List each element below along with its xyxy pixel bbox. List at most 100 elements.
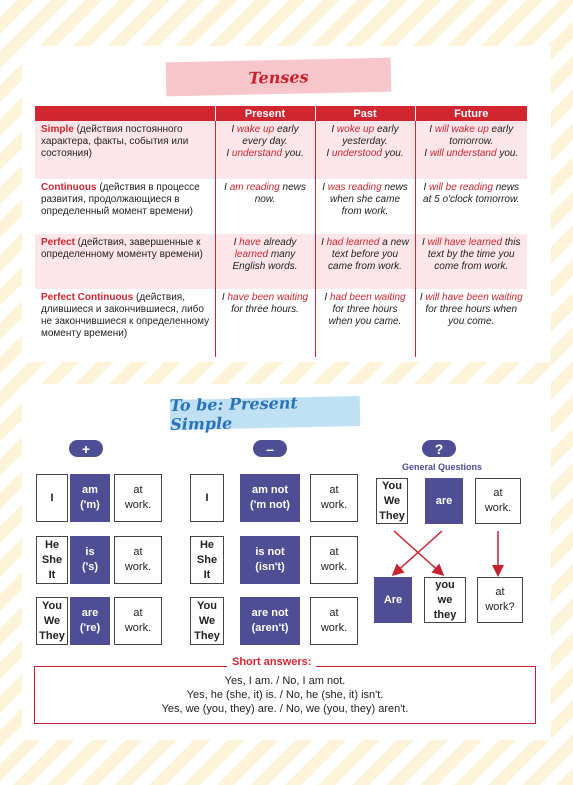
positive-verb: am ('m): [70, 474, 110, 522]
positive-verb-text: are ('re): [79, 607, 101, 634]
example-sentence: I have already learned many English word…: [220, 237, 311, 273]
verb-form: understood: [331, 148, 382, 159]
tense-description: Perfect Continuous (действия, длившиеся …: [35, 289, 215, 357]
sentence-part: early every day.: [242, 124, 299, 147]
tense-usage: (действия, длившиеся и закончившиеся, ли…: [41, 292, 210, 339]
question-bottom-subject: you we they: [424, 577, 466, 623]
verb-form: will be reading: [429, 182, 493, 193]
sentence-part: you.: [281, 148, 304, 159]
question-bottom-verb-text: Are: [383, 593, 403, 606]
positive-rest-text: at work.: [124, 484, 152, 511]
sentence-part: a new text before you came from work.: [328, 237, 409, 272]
sentence-part: I: [231, 124, 237, 135]
question-verb-text: are: [435, 494, 453, 507]
positive-rest: at work.: [114, 474, 162, 522]
tense-name: Perfect Continuous: [41, 292, 134, 303]
negative-subject: You We They: [190, 597, 224, 645]
positive-rest-text: at work.: [124, 607, 152, 634]
positive-rest: at work.: [114, 536, 162, 584]
sentence-part: for three hours when you come.: [425, 304, 518, 327]
positive-rest: at work.: [114, 597, 162, 645]
negative-sign: –: [253, 440, 287, 457]
tenses-title: Tenses: [165, 57, 392, 97]
positive-sign: +: [69, 440, 103, 457]
to-be-panel: To be: Present Simple + – ? General Ques…: [22, 384, 551, 740]
sentence-part: I: [233, 237, 240, 248]
tense-name: Continuous: [41, 182, 97, 193]
example-sentence: I understand you.: [220, 148, 311, 160]
verb-form: will have been waiting: [425, 292, 523, 303]
question-rest: at work.: [475, 478, 521, 524]
question-rest-text: at work.: [484, 487, 512, 514]
example-present: I wake up early every day.I understand y…: [214, 121, 315, 179]
sentence-part: already: [260, 237, 297, 248]
example-future: I will have been waiting for three hours…: [414, 289, 527, 357]
example-sentence: I had been waiting for three hours when …: [320, 292, 411, 328]
sentence-part: I: [419, 292, 426, 303]
negative-rest-text: at work.: [320, 607, 348, 634]
positive-subject-text: I: [50, 491, 54, 504]
tense-usage: (действия в процессе развития, продолжаю…: [41, 182, 200, 217]
example-future: I will be reading news at 5 o'clock tomo…: [414, 179, 527, 234]
sentence-part: I: [322, 182, 328, 193]
example-past: I woke up early yesterday.I understood y…: [314, 121, 415, 179]
tense-description: Perfect (действия, завершенные к определ…: [35, 234, 215, 289]
negative-verb: are not (aren't): [240, 597, 300, 645]
negative-subject-text: You We They: [194, 599, 220, 642]
question-subject: You We They: [376, 478, 408, 524]
tense-description: Simple (действия постоянного характера, …: [35, 121, 215, 179]
header-past: Past: [314, 106, 415, 121]
negative-rest: at work.: [310, 474, 358, 522]
verb-form: am reading: [229, 182, 280, 193]
negative-rest-text: at work.: [320, 484, 348, 511]
sentence-part: I: [429, 124, 435, 135]
negative-verb-text: are not (aren't): [251, 607, 289, 634]
tense-name: Perfect: [41, 237, 75, 248]
tense-row: Continuous (действия в процессе развития…: [35, 179, 527, 234]
negative-verb-text: am not ('m not): [250, 484, 290, 511]
tenses-panel: Tenses Present Past Future Simple (дейст…: [22, 46, 551, 362]
example-sentence: I will have learned this text by the tim…: [420, 237, 524, 273]
sentence-part: for three hours.: [231, 304, 299, 315]
question-subject-text: You We They: [379, 479, 405, 522]
verb-form: had been waiting: [329, 292, 406, 303]
sentence-part: this text by the time you come from work…: [427, 237, 521, 272]
example-sentence: I will be reading news at 5 o'clock tomo…: [420, 182, 524, 206]
sentence-part: I: [321, 237, 327, 248]
sentence-part: I: [424, 148, 430, 159]
example-sentence: I was reading news when she came from wo…: [320, 182, 411, 218]
negative-subject: He She It: [190, 536, 224, 584]
short-answer-3: Yes, we (you, they) are. / No, we (you, …: [161, 703, 409, 715]
general-questions-label: General Questions: [402, 462, 483, 472]
tense-name: Simple: [41, 124, 74, 135]
positive-verb-text: is ('s): [81, 546, 99, 573]
question-arrows: [391, 530, 504, 577]
sentence-part: I: [331, 124, 337, 135]
example-past: I was reading news when she came from wo…: [314, 179, 415, 234]
example-sentence: I am reading news now.: [220, 182, 311, 206]
negative-verb: am not ('m not): [240, 474, 300, 522]
negative-subject-text: He She It: [196, 538, 218, 581]
verb-form: learned: [234, 249, 269, 260]
negative-rest: at work.: [310, 536, 358, 584]
tenses-header-row: Present Past Future: [35, 106, 527, 121]
sentence-part: I: [221, 292, 228, 303]
question-bottom-verb: Are: [374, 577, 412, 623]
short-answer-1: Yes, I am. / No, I am not.: [224, 675, 346, 687]
tense-row: Perfect Continuous (действия, длившиеся …: [35, 289, 527, 357]
sentence-part: I: [423, 182, 429, 193]
header-blank: [35, 106, 215, 121]
positive-verb-text: am ('m): [80, 484, 100, 511]
question-verb: are: [425, 478, 463, 524]
sentence-part: news when she came from work.: [329, 182, 408, 217]
example-sentence: I woke up early yesterday.: [320, 124, 411, 148]
sentence-part: for three hours when you came.: [328, 304, 402, 327]
sentence-part: you.: [496, 148, 519, 159]
tense-description: Continuous (действия в процессе развития…: [35, 179, 215, 234]
sentence-part: I: [422, 237, 428, 248]
example-past: I had learned a new text before you came…: [314, 234, 415, 289]
header-present: Present: [214, 106, 315, 121]
example-sentence: I had learned a new text before you came…: [320, 237, 411, 273]
question-sign: ?: [422, 440, 456, 457]
negative-verb: is not (isn't): [240, 536, 300, 584]
